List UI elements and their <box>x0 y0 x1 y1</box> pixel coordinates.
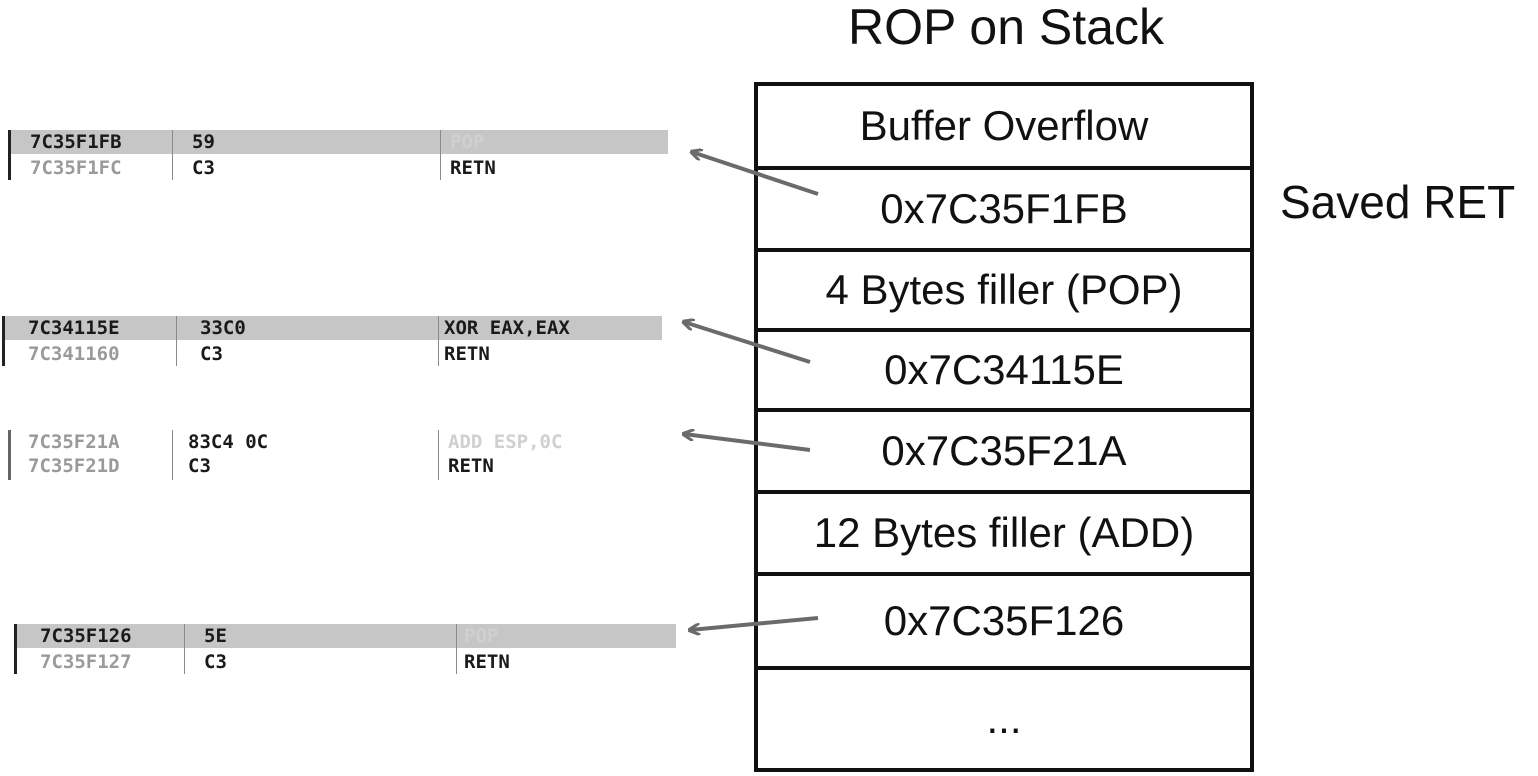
stack-divider <box>758 248 1250 252</box>
disasm-bytes: C3 <box>200 343 223 365</box>
stack-cell-saved-ret: 0x7C35F1FB <box>880 185 1128 232</box>
disasm-address: 7C35F127 <box>40 651 132 673</box>
disasm-address: 7C35F1FC <box>30 157 122 179</box>
disasm-left-bar <box>8 130 11 180</box>
disasm-address: 7C35F1FB <box>30 131 122 153</box>
saved-ret-label: Saved RET <box>1280 176 1516 228</box>
disasm-address: 7C35F126 <box>40 625 132 647</box>
stack-cell-buffer-overflow: Buffer Overflow <box>859 102 1149 149</box>
stack-cell-pop-filler: 4 Bytes filler (POP) <box>825 266 1183 313</box>
disasm-address: 7C341160 <box>28 343 120 365</box>
disasm-address: 7C35F21D <box>28 455 120 477</box>
disasm-row: 7C341160 C3 RETN <box>2 342 662 366</box>
disasm-row: 7C35F1FC C3 RETN <box>8 156 668 180</box>
disasm-column-divider <box>172 130 173 180</box>
arrow-saved-ret-to-pop <box>692 152 819 196</box>
disasm-instruction: ADD ESP,0C <box>448 431 563 453</box>
stack-cell-add-gadget: 0x7C35F21A <box>881 427 1127 474</box>
disasm-row: 7C35F1FB 59 POP <box>8 130 668 154</box>
disasm-instruction: RETN <box>464 651 510 673</box>
disasm-bytes: 83C4 0C <box>188 431 269 453</box>
disasm-instruction: RETN <box>450 157 496 179</box>
stack-divider <box>758 666 1250 670</box>
disasm-column-divider <box>176 316 177 366</box>
disasm-row: 7C35F126 5E POP <box>14 624 676 648</box>
stack-cell-xor-gadget: 0x7C34115E <box>884 346 1124 393</box>
disasm-left-bar <box>14 624 17 674</box>
disasm-column-divider <box>438 430 439 480</box>
disasm-column-divider <box>172 430 173 480</box>
disasm-bytes: C3 <box>204 651 227 673</box>
disasm-bytes: 33C0 <box>200 317 246 339</box>
disasm-row: 7C35F21A 83C4 0C ADD ESP,0C <box>8 430 668 454</box>
disasm-bytes: 5E <box>204 625 227 647</box>
gadget-pop-esi: 7C35F126 5E POP 7C35F127 C3 RETN <box>14 622 676 678</box>
disasm-instruction: RETN <box>448 455 494 477</box>
disasm-instruction: XOR EAX,EAX <box>444 317 570 339</box>
stack-divider <box>758 166 1250 170</box>
disasm-left-bar <box>8 430 11 480</box>
disasm-instruction: RETN <box>444 343 490 365</box>
disasm-instruction: POP <box>450 131 485 153</box>
stack-cell-add-filler: 12 Bytes filler (ADD) <box>813 509 1195 556</box>
stack-frame: Buffer Overflow 0x7C35F1FB 4 Bytes fille… <box>754 82 1254 772</box>
arrow-add-gadget <box>684 434 811 452</box>
disasm-column-divider <box>438 316 439 366</box>
gadget-add-esp: 7C35F21A 83C4 0C ADD ESP,0C 7C35F21D C3 … <box>8 428 668 484</box>
stack-divider <box>758 490 1250 494</box>
disasm-left-bar <box>2 316 5 366</box>
disasm-instruction: POP <box>464 625 499 647</box>
disasm-row: 7C35F127 C3 RETN <box>14 650 676 674</box>
stack-divider <box>758 572 1250 576</box>
disasm-bytes: 59 <box>192 131 215 153</box>
arrow-pop-esi-gadget <box>690 616 819 630</box>
disasm-bytes: C3 <box>188 455 211 477</box>
stack-cell-ellipsis: ... <box>986 695 1022 742</box>
gadget-pop-ecx: 7C35F1FB 59 POP 7C35F1FC C3 RETN <box>8 128 668 184</box>
diagram-title: ROP on Stack <box>848 0 1164 55</box>
stack-divider <box>758 328 1250 332</box>
disasm-column-divider <box>456 624 457 674</box>
disasm-row: 7C34115E 33C0 XOR EAX,EAX <box>2 316 662 340</box>
disasm-address: 7C34115E <box>28 317 120 339</box>
disasm-row: 7C35F21D C3 RETN <box>8 454 668 478</box>
disasm-bytes: C3 <box>192 157 215 179</box>
disasm-column-divider <box>184 624 185 674</box>
stack-cell-pop-gadget: 0x7C35F126 <box>883 597 1125 644</box>
gadget-xor-eax: 7C34115E 33C0 XOR EAX,EAX 7C341160 C3 RE… <box>2 314 662 370</box>
disasm-address: 7C35F21A <box>28 431 120 453</box>
stack-divider <box>758 408 1250 412</box>
disasm-column-divider <box>440 130 441 180</box>
arrow-xor-gadget <box>684 322 811 364</box>
